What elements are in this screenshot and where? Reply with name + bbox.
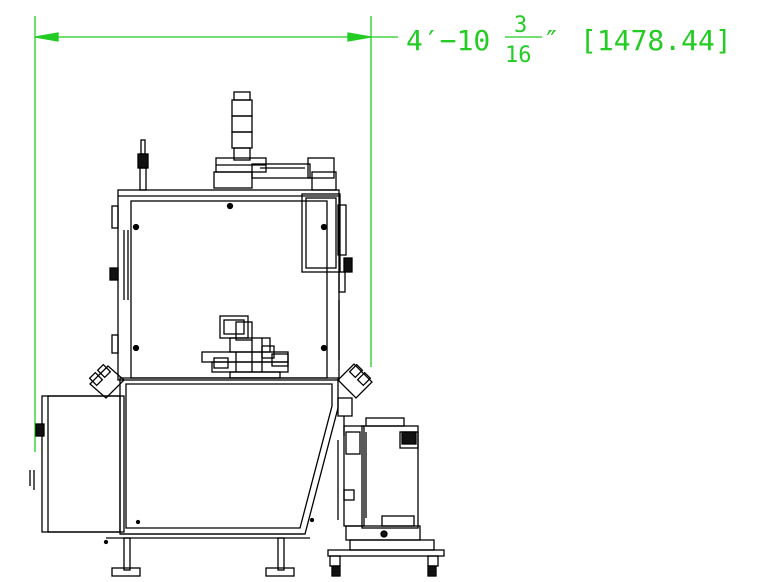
air-valve bbox=[137, 139, 149, 191]
right-control-panel bbox=[337, 363, 373, 399]
dimension-feet-inches: 4′−10 bbox=[406, 24, 490, 57]
electrical-enclosure bbox=[301, 193, 353, 360]
base-cabinet bbox=[106, 377, 339, 539]
dimension-metric: [1478.44] bbox=[580, 24, 732, 57]
dimension-inch-mark: ″ bbox=[543, 24, 560, 57]
stack-light-arm bbox=[251, 157, 337, 191]
stack-light bbox=[213, 91, 267, 189]
width-dimension bbox=[34, 16, 398, 452]
left-control-panel bbox=[88, 363, 125, 399]
main-legs bbox=[103, 537, 295, 577]
arrowhead-right bbox=[347, 32, 372, 42]
vacuum-cart bbox=[327, 417, 445, 577]
machine bbox=[29, 91, 445, 577]
right-side-bracket bbox=[337, 397, 353, 520]
arrowhead-left bbox=[34, 32, 59, 42]
dimension-fraction-denominator: 16 bbox=[505, 43, 532, 68]
dimension-label: 4′−10 3 16 ″ [1478.44] bbox=[406, 13, 732, 68]
press-tooling bbox=[201, 315, 289, 379]
dimension-fraction-numerator: 3 bbox=[514, 13, 527, 38]
left-drum-unit bbox=[29, 395, 125, 533]
